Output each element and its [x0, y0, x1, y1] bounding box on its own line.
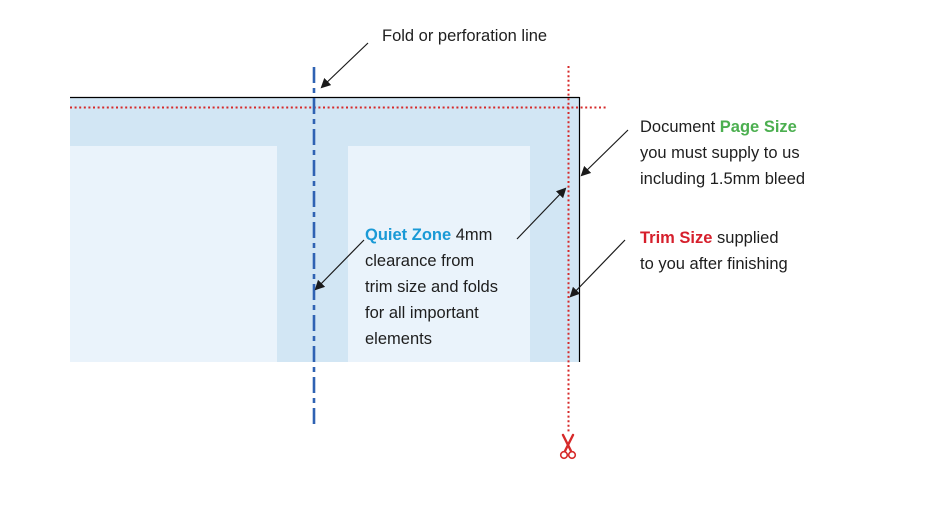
page-size-label: Document Page Size you must supply to us…	[640, 114, 805, 192]
quiet-zone-highlight: Quiet Zone	[365, 226, 452, 244]
trim-size-line2: to you after finishing	[640, 255, 788, 273]
page-size-line2: you must supply to us	[640, 144, 800, 162]
quiet-zone-line2: clearance from	[365, 252, 475, 270]
safe-panel-right	[348, 146, 530, 362]
quiet-zone-suffix: 4mm	[451, 226, 493, 244]
trim-size-highlight: Trim Size	[640, 229, 713, 247]
page-size-highlight: Page Size	[719, 118, 797, 136]
quiet-zone-line3: trim size and folds	[365, 278, 498, 296]
arrow-fold	[320, 42, 369, 89]
arrow-page-size	[580, 129, 629, 177]
quiet-zone-label: Quiet Zone 4mm clearance from trim size …	[365, 222, 498, 352]
arrow-trim-size	[569, 239, 626, 298]
trim-size-label: Trim Size supplied to you after finishin…	[640, 225, 788, 277]
page-size-line1: Document Page Size	[640, 114, 805, 140]
fold-label: Fold or perforation line	[382, 23, 547, 49]
quiet-zone-line4: for all important	[365, 304, 479, 322]
page-size-prefix: Document	[640, 118, 720, 136]
arrow-quiet-zone-trim	[516, 187, 567, 240]
trim-size-line1: Trim Size supplied	[640, 225, 788, 251]
page-size-line3: including 1.5mm bleed	[640, 170, 806, 188]
safe-panel-left	[70, 146, 277, 362]
trim-size-suffix: supplied	[712, 229, 779, 247]
quiet-zone-line1: Quiet Zone 4mm	[365, 222, 498, 248]
scissors-icon	[559, 433, 577, 460]
arrow-quiet-zone-fold	[314, 239, 365, 291]
fold-label-text: Fold or perforation line	[382, 27, 548, 45]
quiet-zone-line5: elements	[365, 330, 432, 348]
